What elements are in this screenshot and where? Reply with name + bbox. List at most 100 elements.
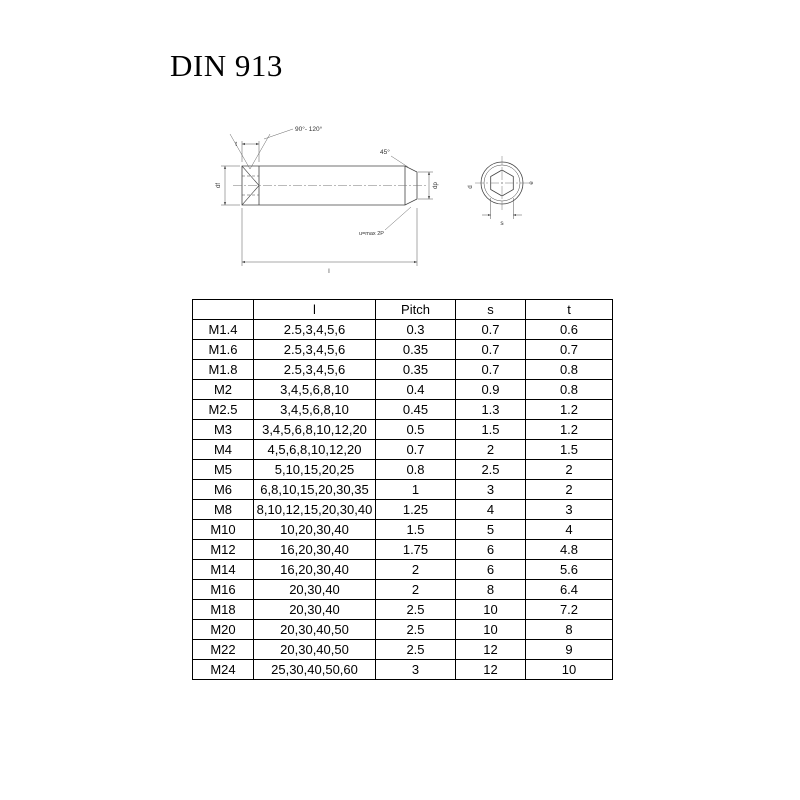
value-cell: 3 — [525, 499, 613, 520]
size-cell: M1.6 — [192, 339, 254, 360]
value-cell: 8,10,12,15,20,30,40 — [253, 499, 376, 520]
value-cell: 0.3 — [375, 319, 456, 340]
set-screw-drawing: 90°- 120° 45° t df — [216, 125, 535, 275]
label-dim-e: e — [529, 181, 535, 185]
value-cell: 6,8,10,15,20,30,35 — [253, 479, 376, 500]
value-cell: 20,30,40 — [253, 579, 376, 600]
value-cell: 2.5 — [375, 599, 456, 620]
value-cell: 0.7 — [525, 339, 613, 360]
value-cell: 1.2 — [525, 399, 613, 420]
value-cell: 2.5,3,4,5,6 — [253, 359, 376, 380]
size-cell: M18 — [192, 599, 254, 620]
label-dim-s: s — [500, 220, 504, 227]
side-view — [241, 165, 418, 206]
value-cell: 0.7 — [455, 319, 526, 340]
size-cell: M5 — [192, 459, 254, 480]
chamfer-leader — [390, 155, 409, 168]
value-cell: 3,4,5,6,8,10,12,20 — [253, 419, 376, 440]
value-cell: 10 — [525, 659, 613, 680]
value-cell: 2 — [375, 559, 456, 580]
size-cell: M2 — [192, 379, 254, 400]
value-cell: 20,30,40 — [253, 599, 376, 620]
label-dim-l: l — [328, 268, 330, 275]
size-cell: M3 — [192, 419, 254, 440]
header-row: l Pitch s t — [192, 299, 613, 320]
value-cell: 7.2 — [525, 599, 613, 620]
value-cell: 8 — [455, 579, 526, 600]
value-cell: 20,30,40,50 — [253, 639, 376, 660]
value-cell: 3,4,5,6,8,10 — [253, 399, 376, 420]
value-cell: 0.8 — [525, 359, 613, 380]
value-cell: 10 — [455, 619, 526, 640]
value-cell: 5.6 — [525, 559, 613, 580]
size-cell: M2.5 — [192, 399, 254, 420]
size-cell: M22 — [192, 639, 254, 660]
value-cell: 3 — [455, 479, 526, 500]
value-cell: 2.5,3,4,5,6 — [253, 339, 376, 360]
u-leader — [384, 206, 412, 231]
size-cell: M1.4 — [192, 319, 254, 340]
size-cell: M14 — [192, 559, 254, 580]
value-cell: 1.5 — [525, 439, 613, 460]
cone-construction-lines — [229, 128, 294, 170]
value-cell: 0.9 — [455, 379, 526, 400]
value-cell: 12 — [455, 659, 526, 680]
label-dim-dp: dp — [433, 182, 439, 189]
size-cell: M1.8 — [192, 359, 254, 380]
value-cell: 1 — [375, 479, 456, 500]
value-cell: 1.3 — [455, 399, 526, 420]
dim-t-lines — [241, 141, 260, 162]
header-length: l — [253, 299, 376, 320]
value-cell: 0.7 — [455, 359, 526, 380]
dim-s-lines — [482, 198, 522, 219]
label-dim-u: u=max 2P — [359, 231, 384, 237]
value-cell: 4 — [455, 499, 526, 520]
value-cell: 0.4 — [375, 379, 456, 400]
label-socket-angle: 90°- 120° — [295, 125, 323, 133]
value-cell: 3 — [375, 659, 456, 680]
value-cell: 0.7 — [455, 339, 526, 360]
value-cell: 2.5 — [375, 639, 456, 660]
page-title: DIN 913 — [170, 48, 283, 83]
value-cell: 12 — [455, 639, 526, 660]
label-chamfer-angle: 45° — [380, 148, 390, 156]
value-cell: 4 — [525, 519, 613, 540]
size-cell: M24 — [192, 659, 254, 680]
value-cell: 4,5,6,8,10,12,20 — [253, 439, 376, 460]
value-cell: 1.2 — [525, 419, 613, 440]
value-cell: 0.35 — [375, 339, 456, 360]
value-cell: 0.5 — [375, 419, 456, 440]
value-cell: 3,4,5,6,8,10 — [253, 379, 376, 400]
label-dim-t: t — [235, 141, 237, 148]
value-cell: 10 — [455, 599, 526, 620]
value-cell: 2 — [525, 459, 613, 480]
value-cell: 0.8 — [525, 379, 613, 400]
size-cell: M8 — [192, 499, 254, 520]
size-cell: M4 — [192, 439, 254, 460]
value-cell: 1.25 — [375, 499, 456, 520]
value-cell: 6 — [455, 559, 526, 580]
value-cell: 2.5 — [375, 619, 456, 640]
value-cell: 5,10,15,20,25 — [253, 459, 376, 480]
value-cell: 16,20,30,40 — [253, 559, 376, 580]
value-cell: 2 — [375, 579, 456, 600]
value-cell: 25,30,40,50,60 — [253, 659, 376, 680]
